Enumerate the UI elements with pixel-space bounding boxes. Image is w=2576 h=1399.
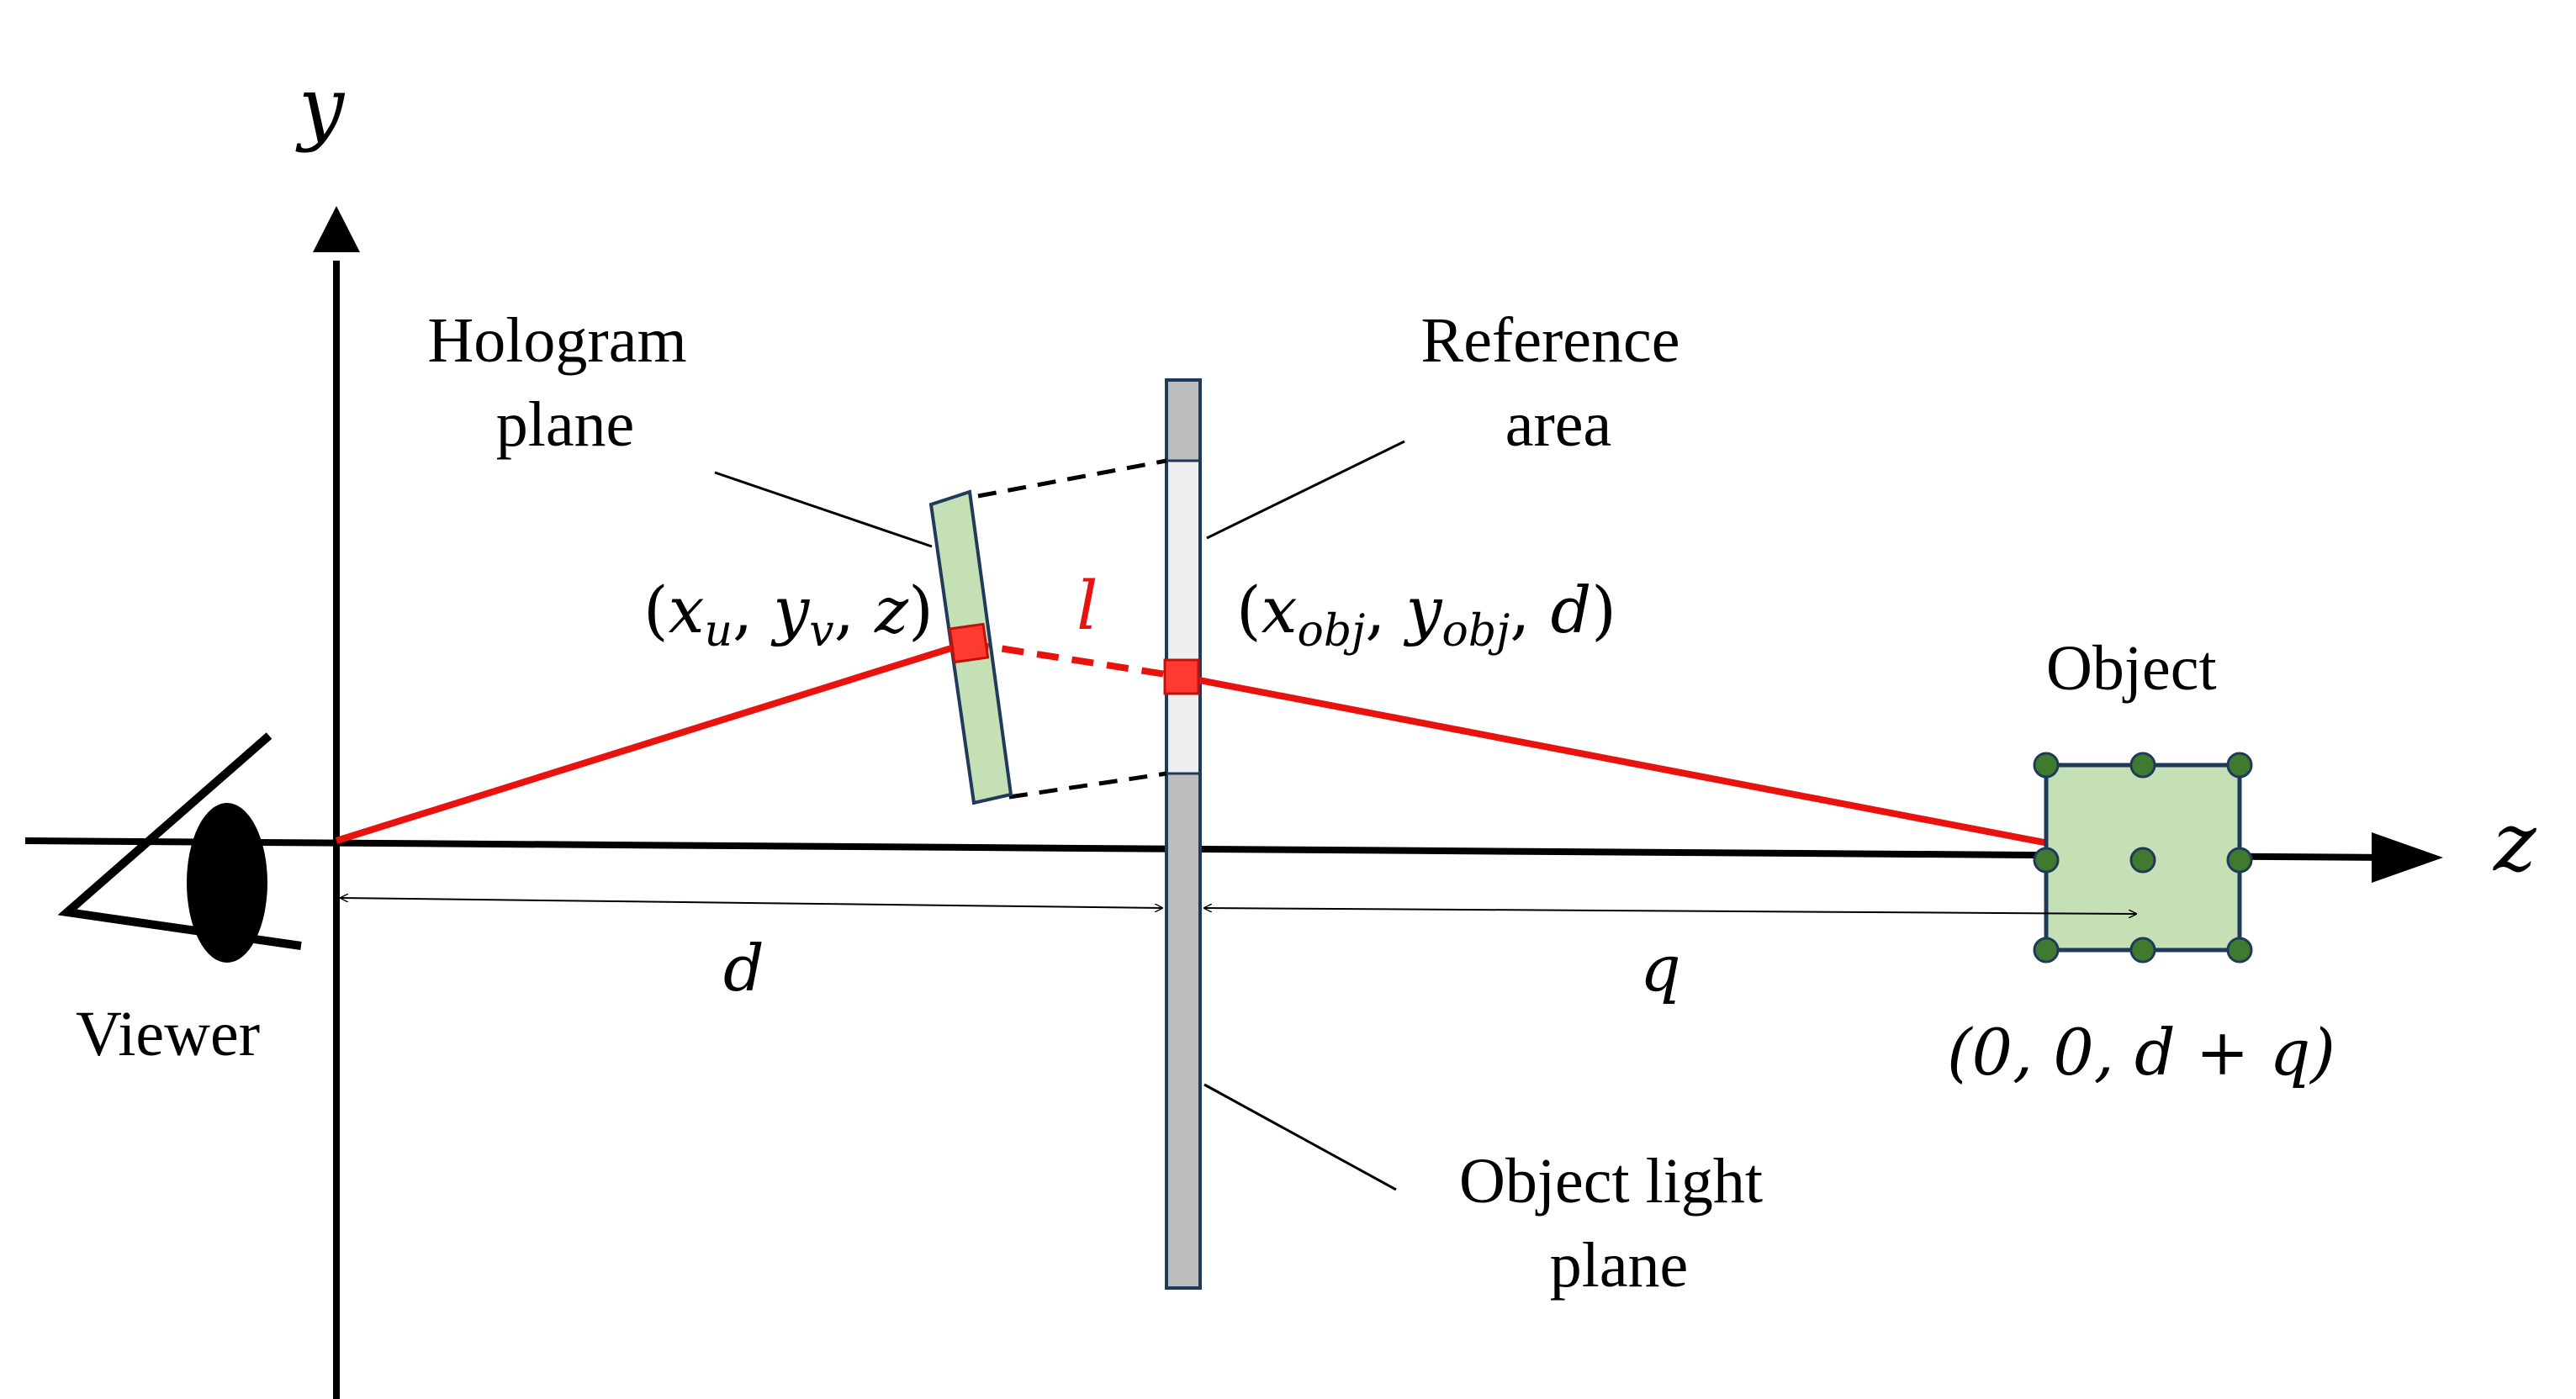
ray-plane-to-object [1181,673,2137,863]
hologram-plane-label: Hologram plane [427,305,702,460]
object-light-point-marker [1163,658,1200,695]
ray-hologram-to-plane [966,640,1182,680]
reference-area [1168,461,1198,773]
viewer-label: Viewer [76,999,260,1069]
object-light-point-coordinates: (xobj, yobj, d) [1236,573,1616,657]
distance-d-label: d [723,931,764,1006]
hologram-leader-line [714,471,933,548]
object-label: Object [2046,633,2217,704]
object-sample-points [2033,752,2253,963]
projection-line-top [977,458,1167,499]
reference-area-label: Reference area [1421,305,1696,460]
z-axis-arrowhead [2372,832,2443,883]
ray-viewer-to-hologram [335,640,969,844]
z-axis-label: z [2493,795,2537,890]
object-light-leader-line [1203,1083,1397,1191]
hologram-point-marker [948,622,990,664]
projection-line-bottom [1008,771,1167,800]
path-length-label: l [1076,567,1098,645]
reference-leader-line [1206,440,1405,540]
object-light-plane-label: Object light plane [1459,1146,1779,1301]
z-axis [24,837,2389,861]
y-axis-arrowhead [313,206,360,252]
distance-q-label: q [1640,931,1681,1006]
dimension-q-arrow [1204,908,2136,914]
y-axis-label: y [295,60,346,154]
hologram-point-coordinates: (xu, yv, z) [643,573,934,657]
viewer-eye-icon [57,732,302,963]
dimension-d-arrow [341,898,1162,908]
object-center-coordinates: (0, 0, d + q) [1947,1015,2335,1090]
